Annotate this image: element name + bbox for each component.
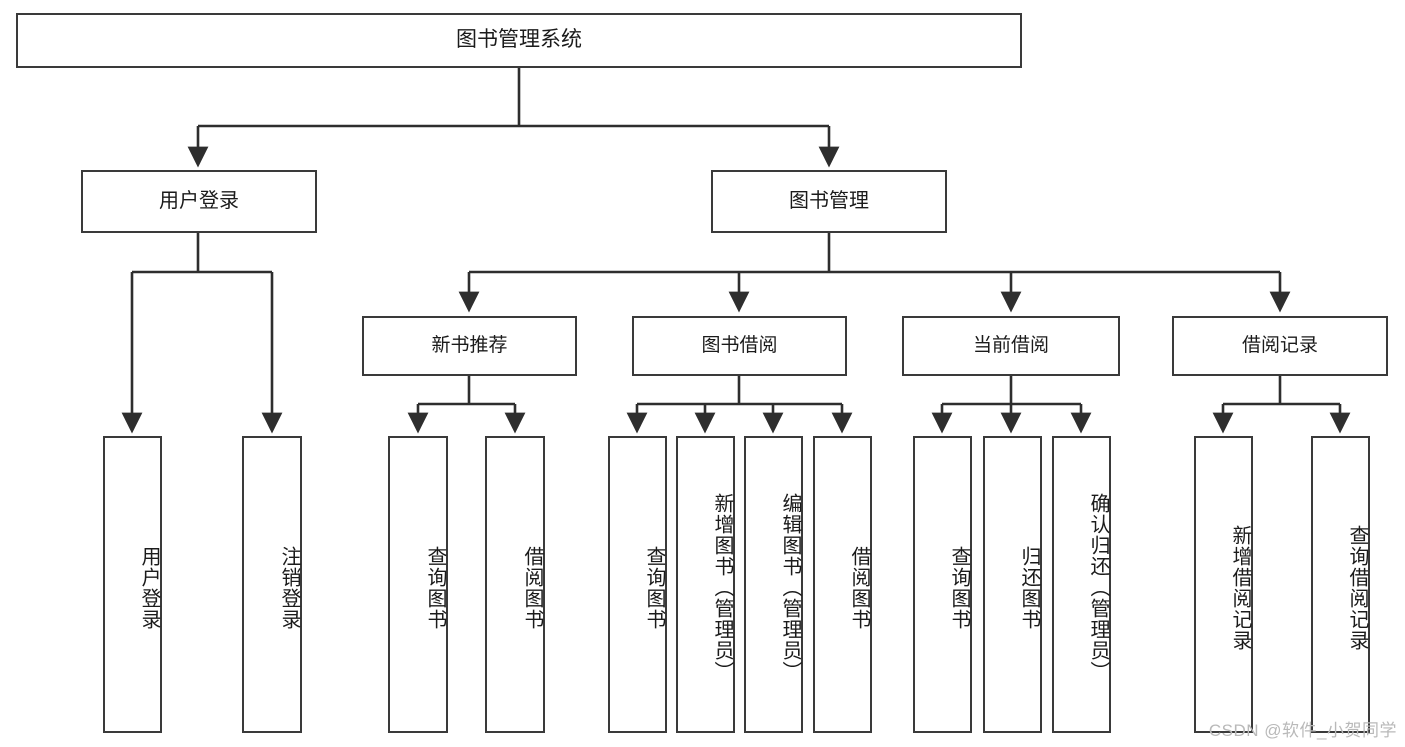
leaf-label: 借阅图书 xyxy=(521,545,543,630)
watermark: CSDN @软件_小贺同学 xyxy=(1208,721,1397,740)
leaf-label: 查询图书 xyxy=(643,545,665,630)
leaf-label: 确认归还（管理员） xyxy=(1087,493,1109,682)
leaf-add-borrow-record[interactable]: 新增借阅记录 xyxy=(1194,436,1253,733)
node-new-book-recommend[interactable]: 新书推荐 xyxy=(362,316,577,376)
leaf-return-book[interactable]: 归还图书 xyxy=(983,436,1042,733)
leaf-query-book-recommend[interactable]: 查询图书 xyxy=(388,436,448,733)
leaf-borrow-book[interactable]: 借阅图书 xyxy=(813,436,872,733)
node-root-system[interactable]: 图书管理系统 xyxy=(16,13,1022,68)
node-label: 图书管理系统 xyxy=(456,28,582,52)
node-label: 新书推荐 xyxy=(431,334,508,356)
leaf-user-login[interactable]: 用户登录 xyxy=(103,436,162,733)
leaf-label: 新增图书（管理员） xyxy=(711,493,733,682)
node-label: 图书借阅 xyxy=(701,334,778,356)
leaf-label: 归还图书 xyxy=(1018,545,1040,630)
leaf-edit-book-admin[interactable]: 编辑图书（管理员） xyxy=(744,436,803,733)
leaf-label: 查询图书 xyxy=(424,545,446,630)
node-user-login[interactable]: 用户登录 xyxy=(81,170,317,233)
leaf-label: 编辑图书（管理员） xyxy=(779,493,801,682)
node-label: 用户登录 xyxy=(159,189,239,212)
leaf-label: 查询图书 xyxy=(948,545,970,630)
node-book-management[interactable]: 图书管理 xyxy=(711,170,947,233)
leaf-add-book-admin[interactable]: 新增图书（管理员） xyxy=(676,436,735,733)
node-label: 借阅记录 xyxy=(1241,334,1318,356)
leaf-label: 用户登录 xyxy=(138,545,160,630)
leaf-label: 注销登录 xyxy=(278,545,300,630)
leaf-borrow-book-recommend[interactable]: 借阅图书 xyxy=(485,436,545,733)
node-book-borrow[interactable]: 图书借阅 xyxy=(632,316,847,376)
node-label: 图书管理 xyxy=(789,189,869,212)
leaf-label: 新增借阅记录 xyxy=(1229,524,1251,651)
leaf-user-logout[interactable]: 注销登录 xyxy=(242,436,302,733)
leaf-confirm-return-admin[interactable]: 确认归还（管理员） xyxy=(1052,436,1111,733)
leaf-label: 查询借阅记录 xyxy=(1346,524,1368,651)
leaf-query-book-borrow[interactable]: 查询图书 xyxy=(608,436,667,733)
node-current-borrow[interactable]: 当前借阅 xyxy=(902,316,1120,376)
node-label: 当前借阅 xyxy=(972,334,1049,356)
leaf-label: 借阅图书 xyxy=(848,545,870,630)
node-borrow-record[interactable]: 借阅记录 xyxy=(1172,316,1388,376)
leaf-query-book-current[interactable]: 查询图书 xyxy=(913,436,972,733)
leaf-query-borrow-record[interactable]: 查询借阅记录 xyxy=(1311,436,1370,733)
